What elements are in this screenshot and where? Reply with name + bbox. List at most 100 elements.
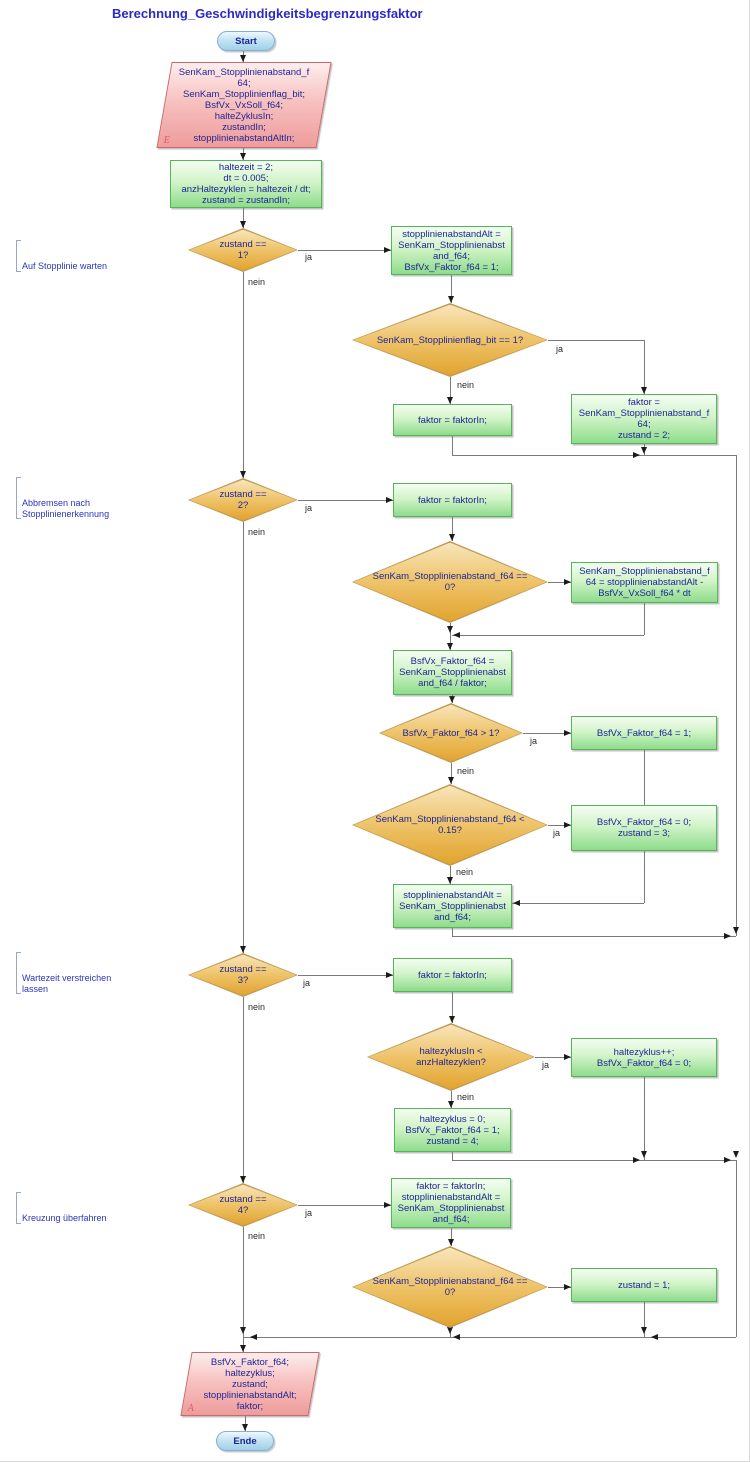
connector (243, 997, 244, 1183)
start-terminal[interactable]: Start (217, 31, 275, 51)
decision-abstand-0-s2[interactable]: SenKam_Stopplinienabstand_f64 == 0? (352, 541, 548, 623)
process-text: haltezyklus++; BsfVx_Faktor_f64 = 0; (596, 1046, 692, 1069)
branch-label-nein: nein (457, 1092, 475, 1102)
decision-text: SenKam_Stopplinienabstand_f64 < 0.15? (375, 814, 525, 836)
arrowhead (240, 946, 246, 953)
process-b2[interactable]: SenKam_Stopplinienabstand_f 64 = stoppli… (571, 562, 718, 603)
arrowhead (250, 1334, 257, 1340)
input-text: SenKam_Stopplinienabstand_f 64; SenKam_S… (178, 66, 310, 144)
connector (452, 635, 644, 636)
arrowhead (724, 1157, 731, 1163)
decision-zustand-3[interactable]: zustand == 3? (188, 953, 298, 997)
arrowhead (240, 153, 246, 160)
arrowhead (449, 696, 455, 703)
decision-faktor-gt-1[interactable]: BsfVx_Faktor_f64 > 1? (379, 703, 523, 763)
arrowhead (448, 777, 454, 784)
branch-label-ja: ja (305, 252, 313, 262)
branch-label-ja: ja (305, 1208, 313, 1218)
connector (451, 1091, 452, 1108)
section-label-auf-stopplinie-warten: Auf Stopplinie warten (16, 240, 107, 272)
connector (243, 208, 244, 228)
decision-haltezyklen[interactable]: haltezyklusIn < anzHaltezyklen? (367, 1023, 535, 1091)
arrowhead (453, 632, 460, 638)
connector (450, 377, 451, 404)
section-label-text: Wartezeit verstreichen lassen (22, 973, 112, 994)
decision-abstand-0-s4[interactable]: SenKam_Stopplinienabstand_f64 == 0? (352, 1246, 548, 1328)
decision-text: SenKam_Stopplinienabstand_f64 == 0? (372, 571, 528, 593)
process-text: BsfVx_Faktor_f64 = 1; (596, 727, 692, 739)
branch-label-ja: ja (530, 736, 538, 746)
section-bracket (16, 477, 21, 519)
decision-zustand-4[interactable]: zustand == 4? (188, 1183, 298, 1227)
connector (512, 903, 644, 904)
arrowhead (641, 447, 647, 454)
decision-zustand-1[interactable]: zustand == 1? (188, 228, 298, 272)
process-c1[interactable]: faktor = faktorIn; (393, 958, 512, 992)
connector (451, 275, 452, 303)
process-e2[interactable]: zustand = 1; (571, 1268, 717, 1302)
output-parallelogram[interactable]: BsfVx_Faktor_f64; haltezyklus; zustand; … (180, 1352, 320, 1416)
process-text: BsfVx_Faktor_f64 = SenKam_Stopplinienabs… (399, 656, 506, 689)
arrowhead (384, 247, 391, 253)
section-label-abbremsen: Abbremsen nach Stopplinienerkennung (16, 477, 109, 519)
arrowhead (641, 1327, 647, 1334)
branch-label-ja: ja (305, 503, 313, 513)
process-c3[interactable]: haltezyklus = 0; BsfVx_Faktor_f64 = 1; z… (394, 1108, 511, 1152)
branch-label-nein: nein (248, 1231, 266, 1241)
process-a2[interactable]: faktor = SenKam_Stopplinienabstand_f 64;… (571, 394, 717, 444)
process-b1[interactable]: faktor = faktorIn; (393, 483, 512, 517)
process-text: faktor = faktorIn; (418, 969, 487, 981)
connector (644, 1077, 645, 1160)
connector (548, 1287, 571, 1288)
arrowhead (240, 221, 246, 228)
decision-zustand-2[interactable]: zustand == 2? (188, 478, 298, 522)
section-label-text: Abbremsen nach Stopplinienerkennung (22, 498, 110, 519)
end-terminal[interactable]: Ende (216, 1431, 274, 1451)
section-bracket (16, 240, 21, 272)
page-title: Berechnung_Geschwindigkeitsbegrenzungsfa… (112, 6, 423, 21)
process-c2[interactable]: haltezyklus++; BsfVx_Faktor_f64 = 0; (571, 1038, 717, 1077)
decision-text: SenKam_Stopplinienabstand_f64 == 0? (372, 1276, 528, 1298)
input-parallelogram[interactable]: SenKam_Stopplinienabstand_f 64; SenKam_S… (156, 62, 332, 148)
arrowhead (386, 972, 393, 978)
process-init[interactable]: haltezeit = 2; dt = 0.005; anzHaltezykle… (170, 160, 322, 208)
section-label-text: Kreuzung überfahren (22, 1213, 107, 1223)
arrowhead (447, 877, 453, 884)
connector (452, 517, 453, 541)
decision-abstand-lt-015[interactable]: SenKam_Stopplinienabstand_f64 < 0.15? (352, 784, 548, 866)
decision-text: haltezyklusIn < anzHaltezyklen? (416, 1046, 486, 1068)
process-a3[interactable]: faktor = faktorIn; (393, 404, 512, 436)
process-text: stopplinienabstandAlt = SenKam_Stopplini… (399, 889, 506, 923)
output-text: BsfVx_Faktor_f64; haltezyklus; zustand; … (203, 1356, 297, 1412)
process-text: SenKam_Stopplinienabstand_f 64 = stoppli… (579, 566, 710, 599)
branch-label-nein: nein (456, 867, 474, 877)
connector (644, 455, 736, 456)
process-e1[interactable]: faktor = faktorIn; stopplinienabstandAlt… (391, 1178, 511, 1228)
end-label: Ende (233, 1435, 257, 1447)
arrowhead (386, 497, 393, 503)
arrowhead (447, 1327, 453, 1334)
arrowhead (448, 1101, 454, 1108)
connector (548, 340, 644, 341)
arrowhead (733, 1151, 739, 1158)
connector (644, 1302, 645, 1337)
process-b6[interactable]: stopplinienabstandAlt = SenKam_Stopplini… (393, 884, 512, 928)
process-a1[interactable]: stopplinienabstandAlt = SenKam_Stopplini… (391, 226, 512, 275)
decision-text: BsfVx_Faktor_f64 > 1? (402, 727, 500, 739)
decision-text: zustand == 4? (219, 1194, 267, 1216)
arrowhead (633, 452, 640, 458)
process-b5[interactable]: BsfVx_Faktor_f64 = 0; zustand = 3; (571, 805, 717, 851)
decision-stopplinienflag[interactable]: SenKam_Stopplinienflag_bit == 1? (352, 303, 548, 377)
process-b3[interactable]: BsfVx_Faktor_f64 = SenKam_Stopplinienabs… (393, 650, 512, 695)
section-bracket (16, 952, 21, 994)
arrowhead (447, 626, 453, 633)
arrowhead (733, 927, 739, 934)
branch-label-ja: ja (553, 828, 561, 838)
process-b4[interactable]: BsfVx_Faktor_f64 = 1; (571, 716, 717, 750)
connector (736, 455, 737, 936)
branch-label-nein: nein (248, 1002, 266, 1012)
branch-label-ja: ja (556, 344, 564, 354)
process-text: faktor = faktorIn; (418, 494, 487, 506)
arrowhead (453, 1334, 460, 1340)
